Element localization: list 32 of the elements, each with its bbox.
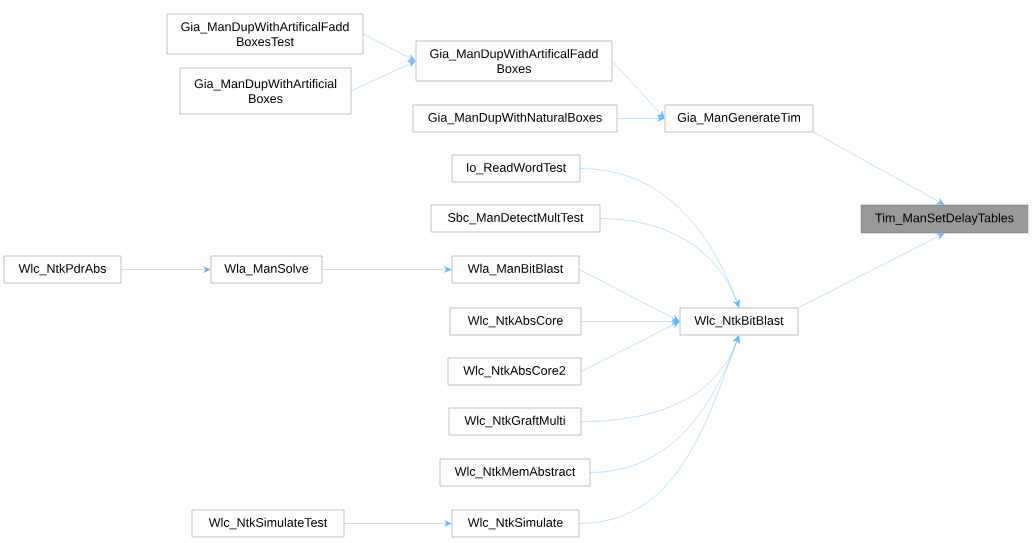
function-box: Gia_ManDupWithArtificalFadd Boxes [415,40,613,82]
function-box: Gia_ManDupWithArtificalFadd BoxesTest [166,13,364,55]
arrow [798,233,945,308]
function-box: Wlc_NtkPdrAbs [3,255,122,284]
function-box: Wlc_NtkSimulate [451,509,580,538]
function-box: Gia_ManDupWithArtificial Boxes [179,67,352,115]
function-box: Gia_ManGenerateTim [664,104,814,133]
function-box: Wlc_NtkAbsCore [449,307,582,336]
function-box: Wlc_NtkMemAbstract [439,458,591,487]
function-box: Wla_ManBitBlast [451,255,580,284]
function-box: Wlc_NtkBitBlast [679,307,799,336]
function-box: Wlc_NtkAbsCore2 [447,357,582,386]
arrow [600,218,740,308]
function-box: Wlc_NtkSimulateTest [191,509,345,538]
arrow [363,33,416,61]
arrow [121,266,211,273]
function-box: Gia_ManDupWithNaturalBoxes [412,104,618,133]
arrow [322,266,452,273]
arrow [344,520,452,527]
function-box: Sbc_ManDetectMultTest [430,204,601,233]
function-box: Wla_ManSolve [210,255,323,284]
function-box: Tim_ManSetDelayTables [860,204,1029,234]
function-box: Io_ReadWordTest [451,154,581,183]
arrow [612,60,665,119]
arrow [579,269,680,322]
function-box: Wlc_NtkGraftMulti [448,407,582,436]
arrow [617,115,665,122]
arrow [351,61,416,92]
arrow [813,132,945,205]
arrow [581,321,680,372]
arrow [581,318,680,325]
arrow [579,335,740,524]
